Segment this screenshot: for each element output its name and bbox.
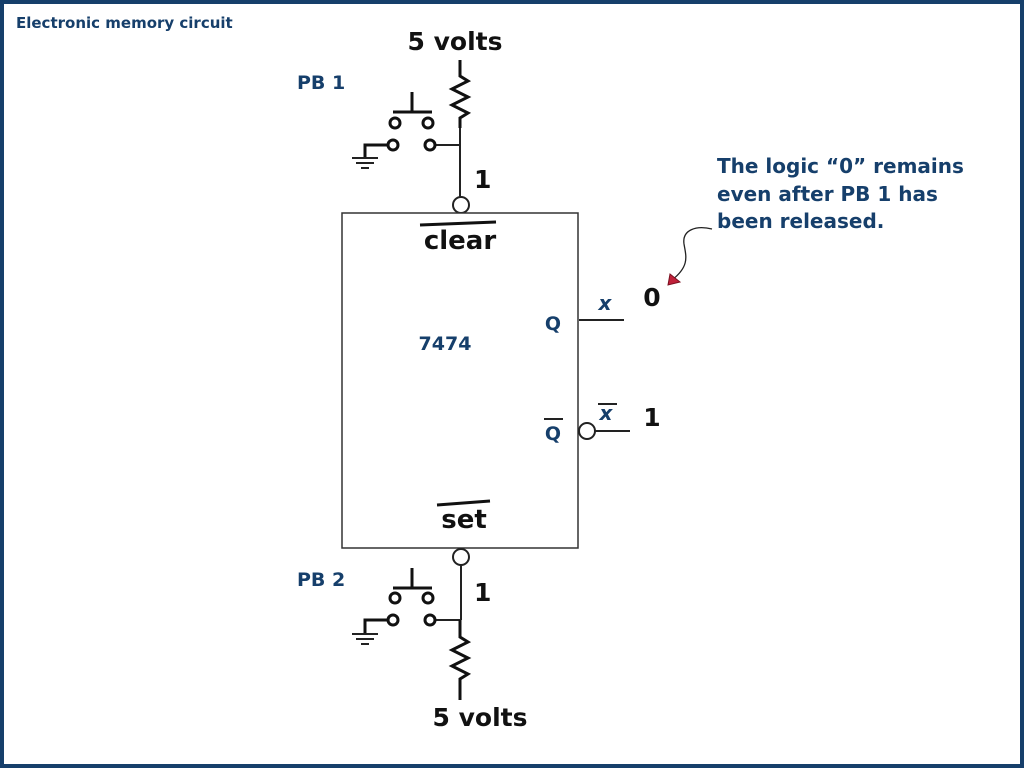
bottom-voltage-label: 5 volts <box>433 703 528 732</box>
chip-7474-body <box>341 212 579 549</box>
qbar-inversion-bubble <box>578 422 596 440</box>
q-output-value: 0 <box>643 283 660 312</box>
pb1-label: PB 1 <box>297 72 345 94</box>
bottom-resistor <box>448 620 472 700</box>
clear-node-value: 1 <box>474 165 491 194</box>
set-node-value: 1 <box>474 578 491 607</box>
annotation-line-1: The logic “0” remains <box>717 154 964 178</box>
pb2-label: PB 2 <box>297 569 345 591</box>
pb2-pushbutton-icon <box>386 568 437 627</box>
clear-pin-label: clear <box>424 226 497 256</box>
set-overbar <box>436 499 491 507</box>
pb1-pushbutton-icon <box>386 92 437 152</box>
q-pin-label: Q <box>545 313 561 335</box>
qbar-pin-label: Q <box>545 423 561 445</box>
clear-overbar <box>419 220 497 227</box>
pb1-ground-icon <box>352 143 388 169</box>
annotation-note: The logic “0” remains even after PB 1 ha… <box>717 154 971 233</box>
qbar-output-symbol: x <box>599 401 614 425</box>
annotation-line-3: been released. <box>717 209 884 233</box>
set-pin-label: set <box>441 505 487 535</box>
chip-part-number: 7474 <box>419 333 472 355</box>
qbar-output-value: 1 <box>643 403 660 432</box>
q-output-symbol: x <box>598 291 613 315</box>
annotation-pointer-line <box>671 227 713 281</box>
memory-circuit-diagram: Electronic memory circuit 5 volts PB 1 1… <box>16 14 971 732</box>
annotation-line-2: even after PB 1 has <box>717 182 938 206</box>
top-voltage-label: 5 volts <box>408 27 503 56</box>
clear-inversion-bubble <box>452 196 470 214</box>
pb2-ground-icon <box>352 618 388 645</box>
annotation-pointer-arrow-icon <box>667 273 682 286</box>
slide-title: Electronic memory circuit <box>16 14 233 32</box>
top-resistor <box>448 60 472 128</box>
set-inversion-bubble <box>452 548 470 566</box>
